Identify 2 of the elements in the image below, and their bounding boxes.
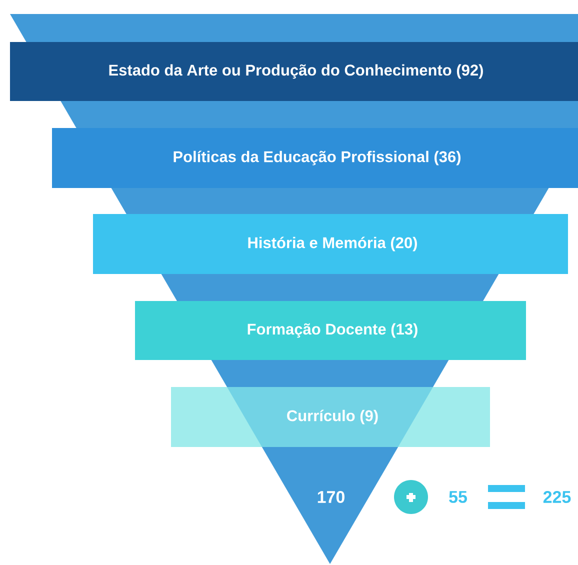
number-label: 225	[543, 490, 571, 504]
number-label: 55	[449, 491, 467, 503]
